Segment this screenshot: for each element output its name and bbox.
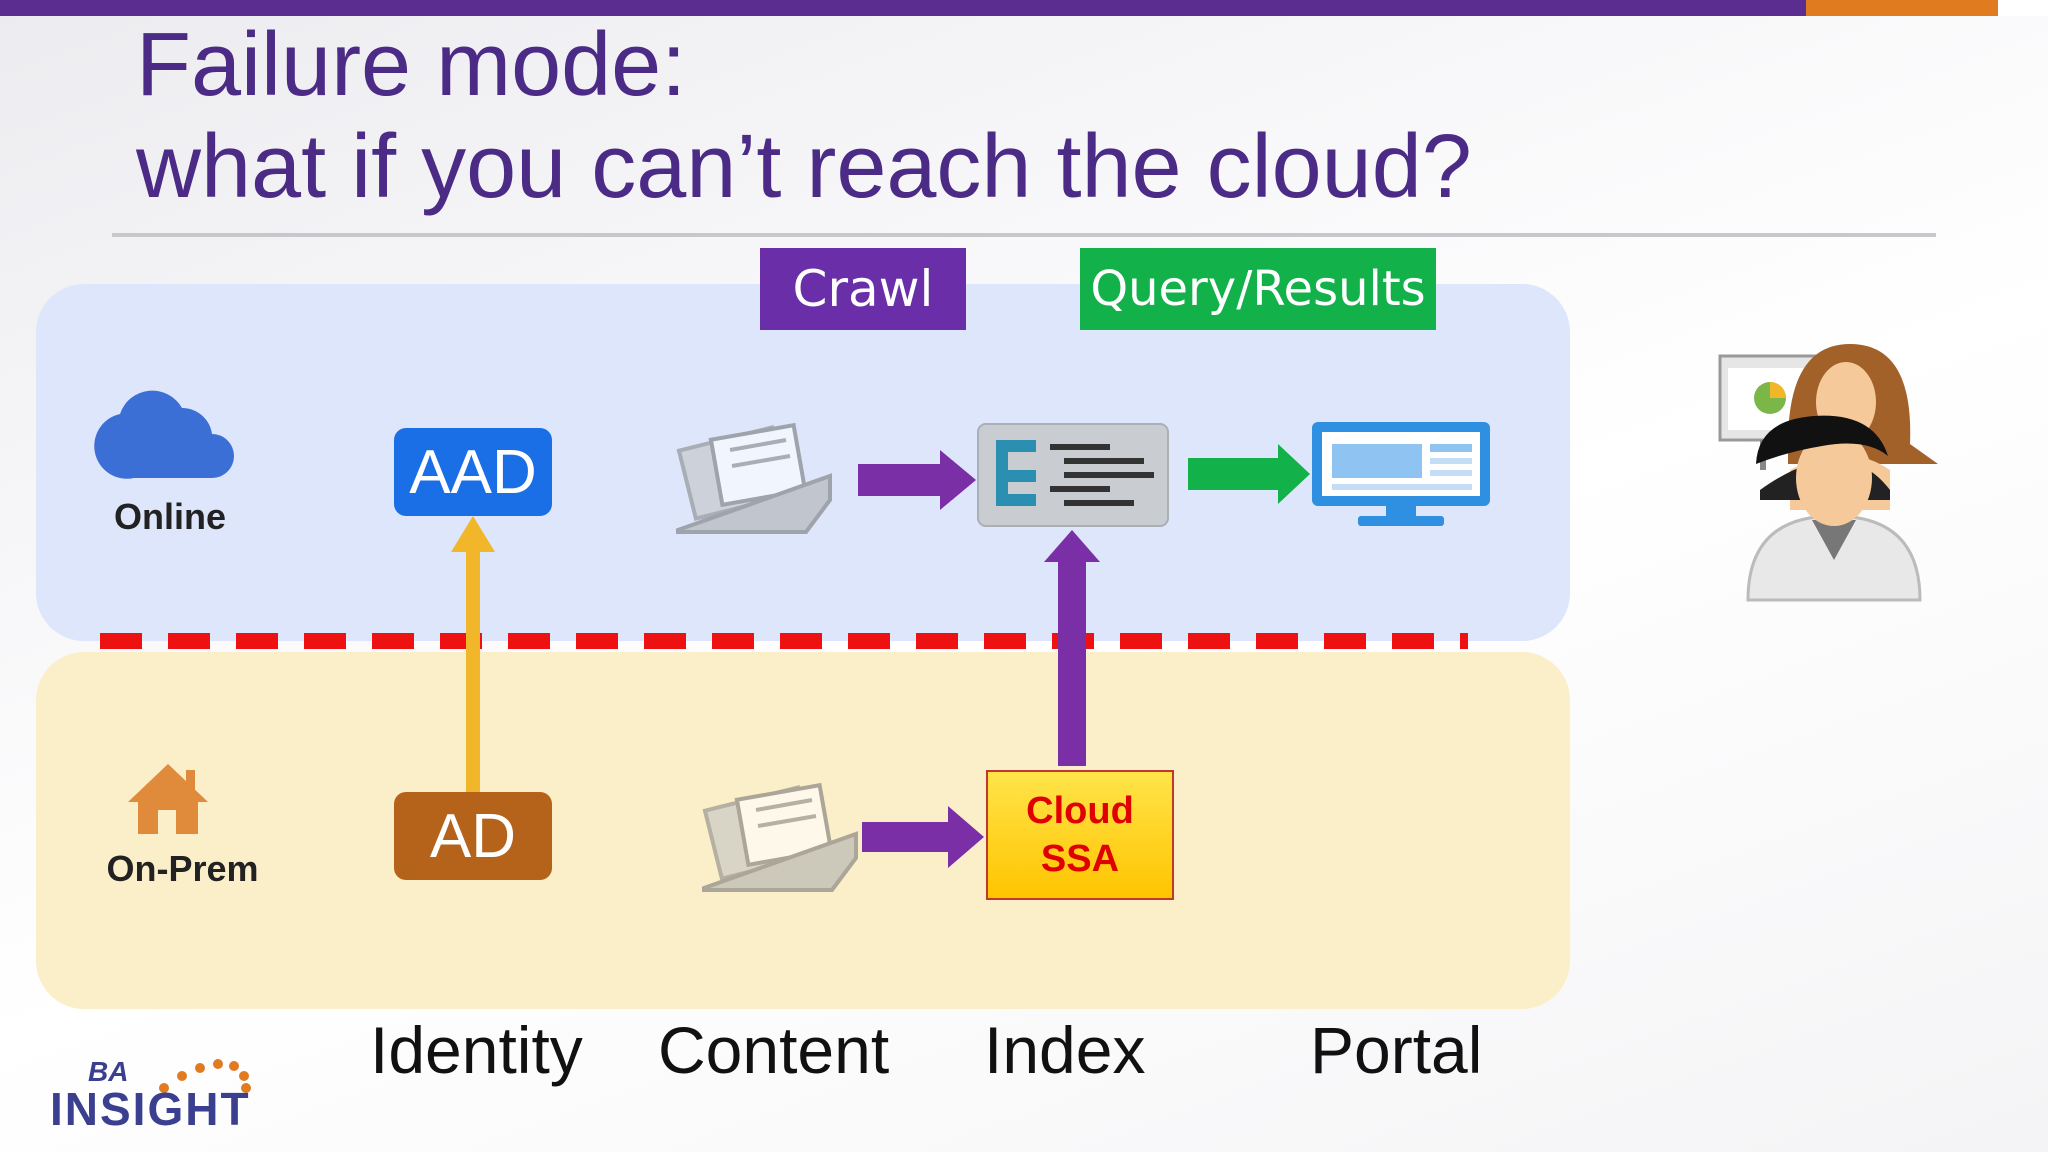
crawl-tag: Crawl	[760, 248, 966, 330]
query-results-tag: Query/Results	[1080, 248, 1436, 330]
top-accent-bar	[0, 0, 2048, 16]
column-identity: Identity	[370, 1013, 583, 1087]
ad-node: AD	[394, 792, 552, 880]
search-index-icon	[977, 423, 1169, 527]
monitor-icon	[1312, 422, 1490, 526]
title-line-2: what if you can’t reach the cloud?	[136, 117, 1472, 217]
folder-documents-icon-onprem	[702, 782, 858, 892]
index-push-arrow	[1044, 530, 1100, 766]
title-line-1: Failure mode:	[136, 15, 687, 115]
logo-ba-text: BA	[88, 1056, 129, 1087]
onprem-label: On-Prem	[106, 848, 259, 889]
top-bar-orange	[1806, 0, 1998, 16]
title-divider	[112, 233, 1936, 237]
column-index: Index	[984, 1013, 1146, 1087]
slide-title: Failure mode: what if you can’t reach th…	[136, 14, 1472, 218]
users-icon	[1718, 344, 1938, 602]
column-portal: Portal	[1310, 1013, 1483, 1087]
crawl-arrow-online	[858, 450, 976, 510]
cloud-ssa-line-2: SSA	[1040, 838, 1120, 880]
top-bar-purple	[0, 0, 1806, 16]
aad-node: AAD	[394, 428, 552, 516]
cloud-ssa-node: Cloud SSA	[986, 770, 1174, 900]
query-arrow	[1188, 444, 1310, 504]
folder-documents-icon-online	[676, 422, 832, 534]
ba-insight-logo-mark	[159, 1059, 251, 1093]
logo-insight-text: INSIGHT	[50, 1083, 251, 1135]
crawl-arrow-onprem	[862, 806, 984, 868]
online-label: Online	[113, 496, 226, 537]
identity-sync-arrow	[451, 516, 495, 792]
column-content: Content	[658, 1013, 890, 1087]
cloud-ssa-line-1: Cloud	[1026, 790, 1134, 832]
cloud-icon	[94, 390, 235, 479]
house-icon	[128, 764, 208, 834]
